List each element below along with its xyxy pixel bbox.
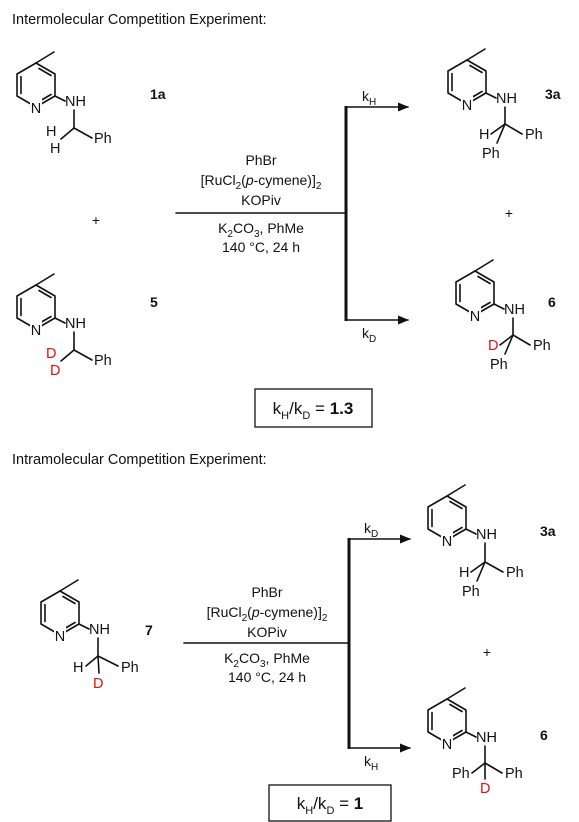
atom-d: D — [46, 346, 56, 362]
atom-nh: NH — [496, 91, 517, 107]
kie-box — [268, 784, 392, 822]
atom-h: H — [73, 660, 83, 676]
compound-5: NH D D Ph 5 — [16, 273, 158, 379]
atom-nh: NH — [65, 94, 86, 110]
label-7: 7 — [145, 622, 153, 638]
atom-h: H — [46, 124, 56, 140]
cond-temp-time: 140 °C, 24 h — [228, 669, 306, 685]
heading-intermolecular: Intermolecular Competition Experiment: — [12, 12, 267, 28]
compound-3a: NH H Ph Ph 3a — [447, 48, 561, 162]
label-3a: 3a — [540, 523, 556, 539]
compound-1a: NH H H Ph 1a — [16, 51, 166, 157]
atom-ph: Ph — [482, 146, 500, 162]
cond-reagent: PhBr — [245, 152, 276, 168]
kie-ratio: kH/kD = 1.3 — [273, 399, 354, 422]
plus-sign: + — [483, 644, 491, 660]
atom-nh: NH — [89, 622, 110, 638]
atom-h: H — [479, 127, 489, 143]
plus-sign: + — [505, 205, 513, 221]
rate-k-top: kH — [362, 88, 376, 108]
atom-h: H — [459, 565, 469, 581]
intermolecular-section: Intermolecular Competition Experiment: N… — [12, 12, 561, 428]
rate-k-top: kD — [364, 520, 378, 540]
compound-3a: NH H Ph Ph 3a — [427, 484, 556, 600]
atom-d: D — [488, 338, 498, 354]
rate-k-bottom: kD — [362, 325, 376, 345]
compound-6: NH Ph Ph D 6 — [427, 687, 548, 797]
label-6: 6 — [548, 294, 556, 310]
kie-ratio: kH/kD = 1 — [297, 794, 363, 817]
cond-reagent: PhBr — [251, 584, 282, 600]
cond-catalyst: [RuCl2(p-cymene)]2 — [207, 604, 328, 624]
atom-ph: Ph — [506, 565, 524, 581]
atom-ph: Ph — [533, 338, 551, 354]
compound-6: NH D Ph Ph 6 — [455, 259, 556, 373]
cond-catalyst: [RuCl2(p-cymene)]2 — [201, 172, 322, 192]
atom-ph: Ph — [121, 660, 139, 676]
cond-temp-time: 140 °C, 24 h — [222, 239, 300, 255]
conditions: PhBr [RuCl2(p-cymene)]2 KOPiv K2CO3, PhM… — [201, 152, 322, 255]
atom-nh: NH — [65, 316, 86, 332]
compound-7: NH H D Ph 7 — [40, 579, 153, 692]
atom-h: H — [50, 141, 60, 157]
kie-box — [254, 388, 373, 428]
atom-nh: NH — [504, 302, 525, 318]
atom-ph: Ph — [462, 584, 480, 600]
cond-additive: KOPiv — [241, 192, 281, 208]
atom-d: D — [480, 781, 490, 797]
cond-base: K2CO3, PhMe — [224, 650, 310, 670]
label-3a: 3a — [545, 86, 561, 102]
atom-ph: Ph — [525, 127, 543, 143]
atom-ph: Ph — [452, 766, 470, 782]
atom-ph: Ph — [505, 766, 523, 782]
atom-nh: NH — [476, 730, 497, 746]
atom-d: D — [93, 676, 103, 692]
plus-sign: + — [92, 212, 100, 228]
cond-base: K2CO3, PhMe — [218, 220, 304, 240]
heading-intramolecular: Intramolecular Competition Experiment: — [12, 452, 267, 468]
label-1a: 1a — [150, 86, 166, 102]
label-5: 5 — [150, 294, 158, 310]
intramolecular-section: Intramolecular Competition Experiment: N… — [12, 452, 556, 822]
cond-additive: KOPiv — [247, 624, 287, 640]
label-6: 6 — [540, 727, 548, 743]
rate-k-bottom: kH — [364, 753, 378, 773]
atom-ph: Ph — [94, 353, 112, 369]
atom-ph: Ph — [490, 357, 508, 373]
atom-nh: NH — [476, 527, 497, 543]
atom-d: D — [50, 363, 60, 379]
atom-ph: Ph — [94, 131, 112, 147]
conditions: PhBr [RuCl2(p-cymene)]2 KOPiv K2CO3, PhM… — [207, 584, 328, 685]
